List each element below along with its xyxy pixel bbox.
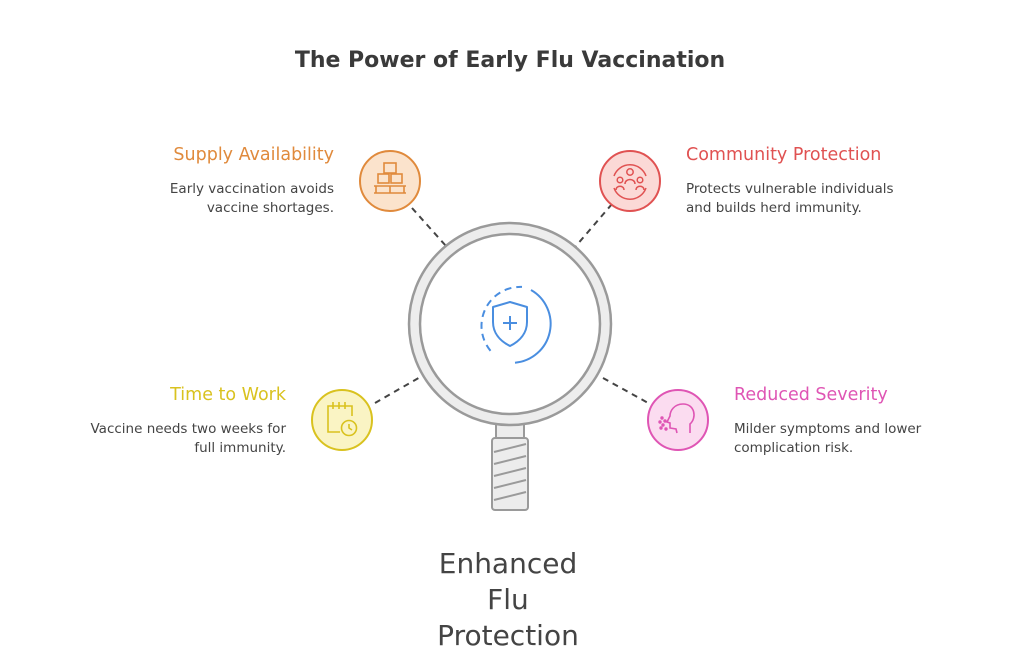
severity-desc-line-2: complication risk. [734,439,854,456]
community-desc-line-2: and builds herd immunity. [686,199,862,216]
supply-title: Supply Availability [173,145,334,165]
time-description: Vaccine needs two weeks for full immunit… [46,420,286,457]
supply-icon-circle [359,150,421,212]
time-title: Time to Work [170,385,286,405]
connector-severity [602,377,651,405]
severity-icon-circle [647,389,709,451]
severity-description: Milder symptoms and lower complication r… [734,420,994,457]
connector-time [374,375,423,404]
community-icon-circle [599,150,661,212]
center-label-line-1: Enhanced [438,547,578,580]
community-desc-line-1: Protects vulnerable individuals [686,181,894,197]
center-label: Enhanced Flu Protection [380,546,636,654]
community-description: Protects vulnerable individuals and buil… [686,180,986,217]
diagram-title: The Power of Early Flu Vaccination [294,48,726,73]
time-desc-line-1: Vaccine needs two weeks for [90,421,286,437]
supply-description: Early vaccination avoids vaccine shortag… [94,180,334,217]
shield-plus-icon [480,285,552,364]
sneeze-face-icon [658,403,695,434]
connector-community [575,203,613,247]
supply-desc-line-2: vaccine shortages. [206,199,334,216]
severity-title: Reduced Severity [734,385,888,405]
calendar-clock-icon [327,402,358,437]
connector-supply [411,207,447,247]
time-icon-circle [311,389,373,451]
boxes-icon [374,162,406,194]
severity-desc-line-1: Milder symptoms and lower [734,421,922,437]
center-label-line-3: Protection [437,619,579,652]
community-icon [613,164,647,200]
center-label-line-2: Flu [487,583,529,616]
community-title: Community Protection [686,145,882,165]
magnifier-handle [491,421,529,511]
supply-desc-line-1: Early vaccination avoids [169,181,334,197]
time-desc-line-2: full immunity. [194,439,286,456]
